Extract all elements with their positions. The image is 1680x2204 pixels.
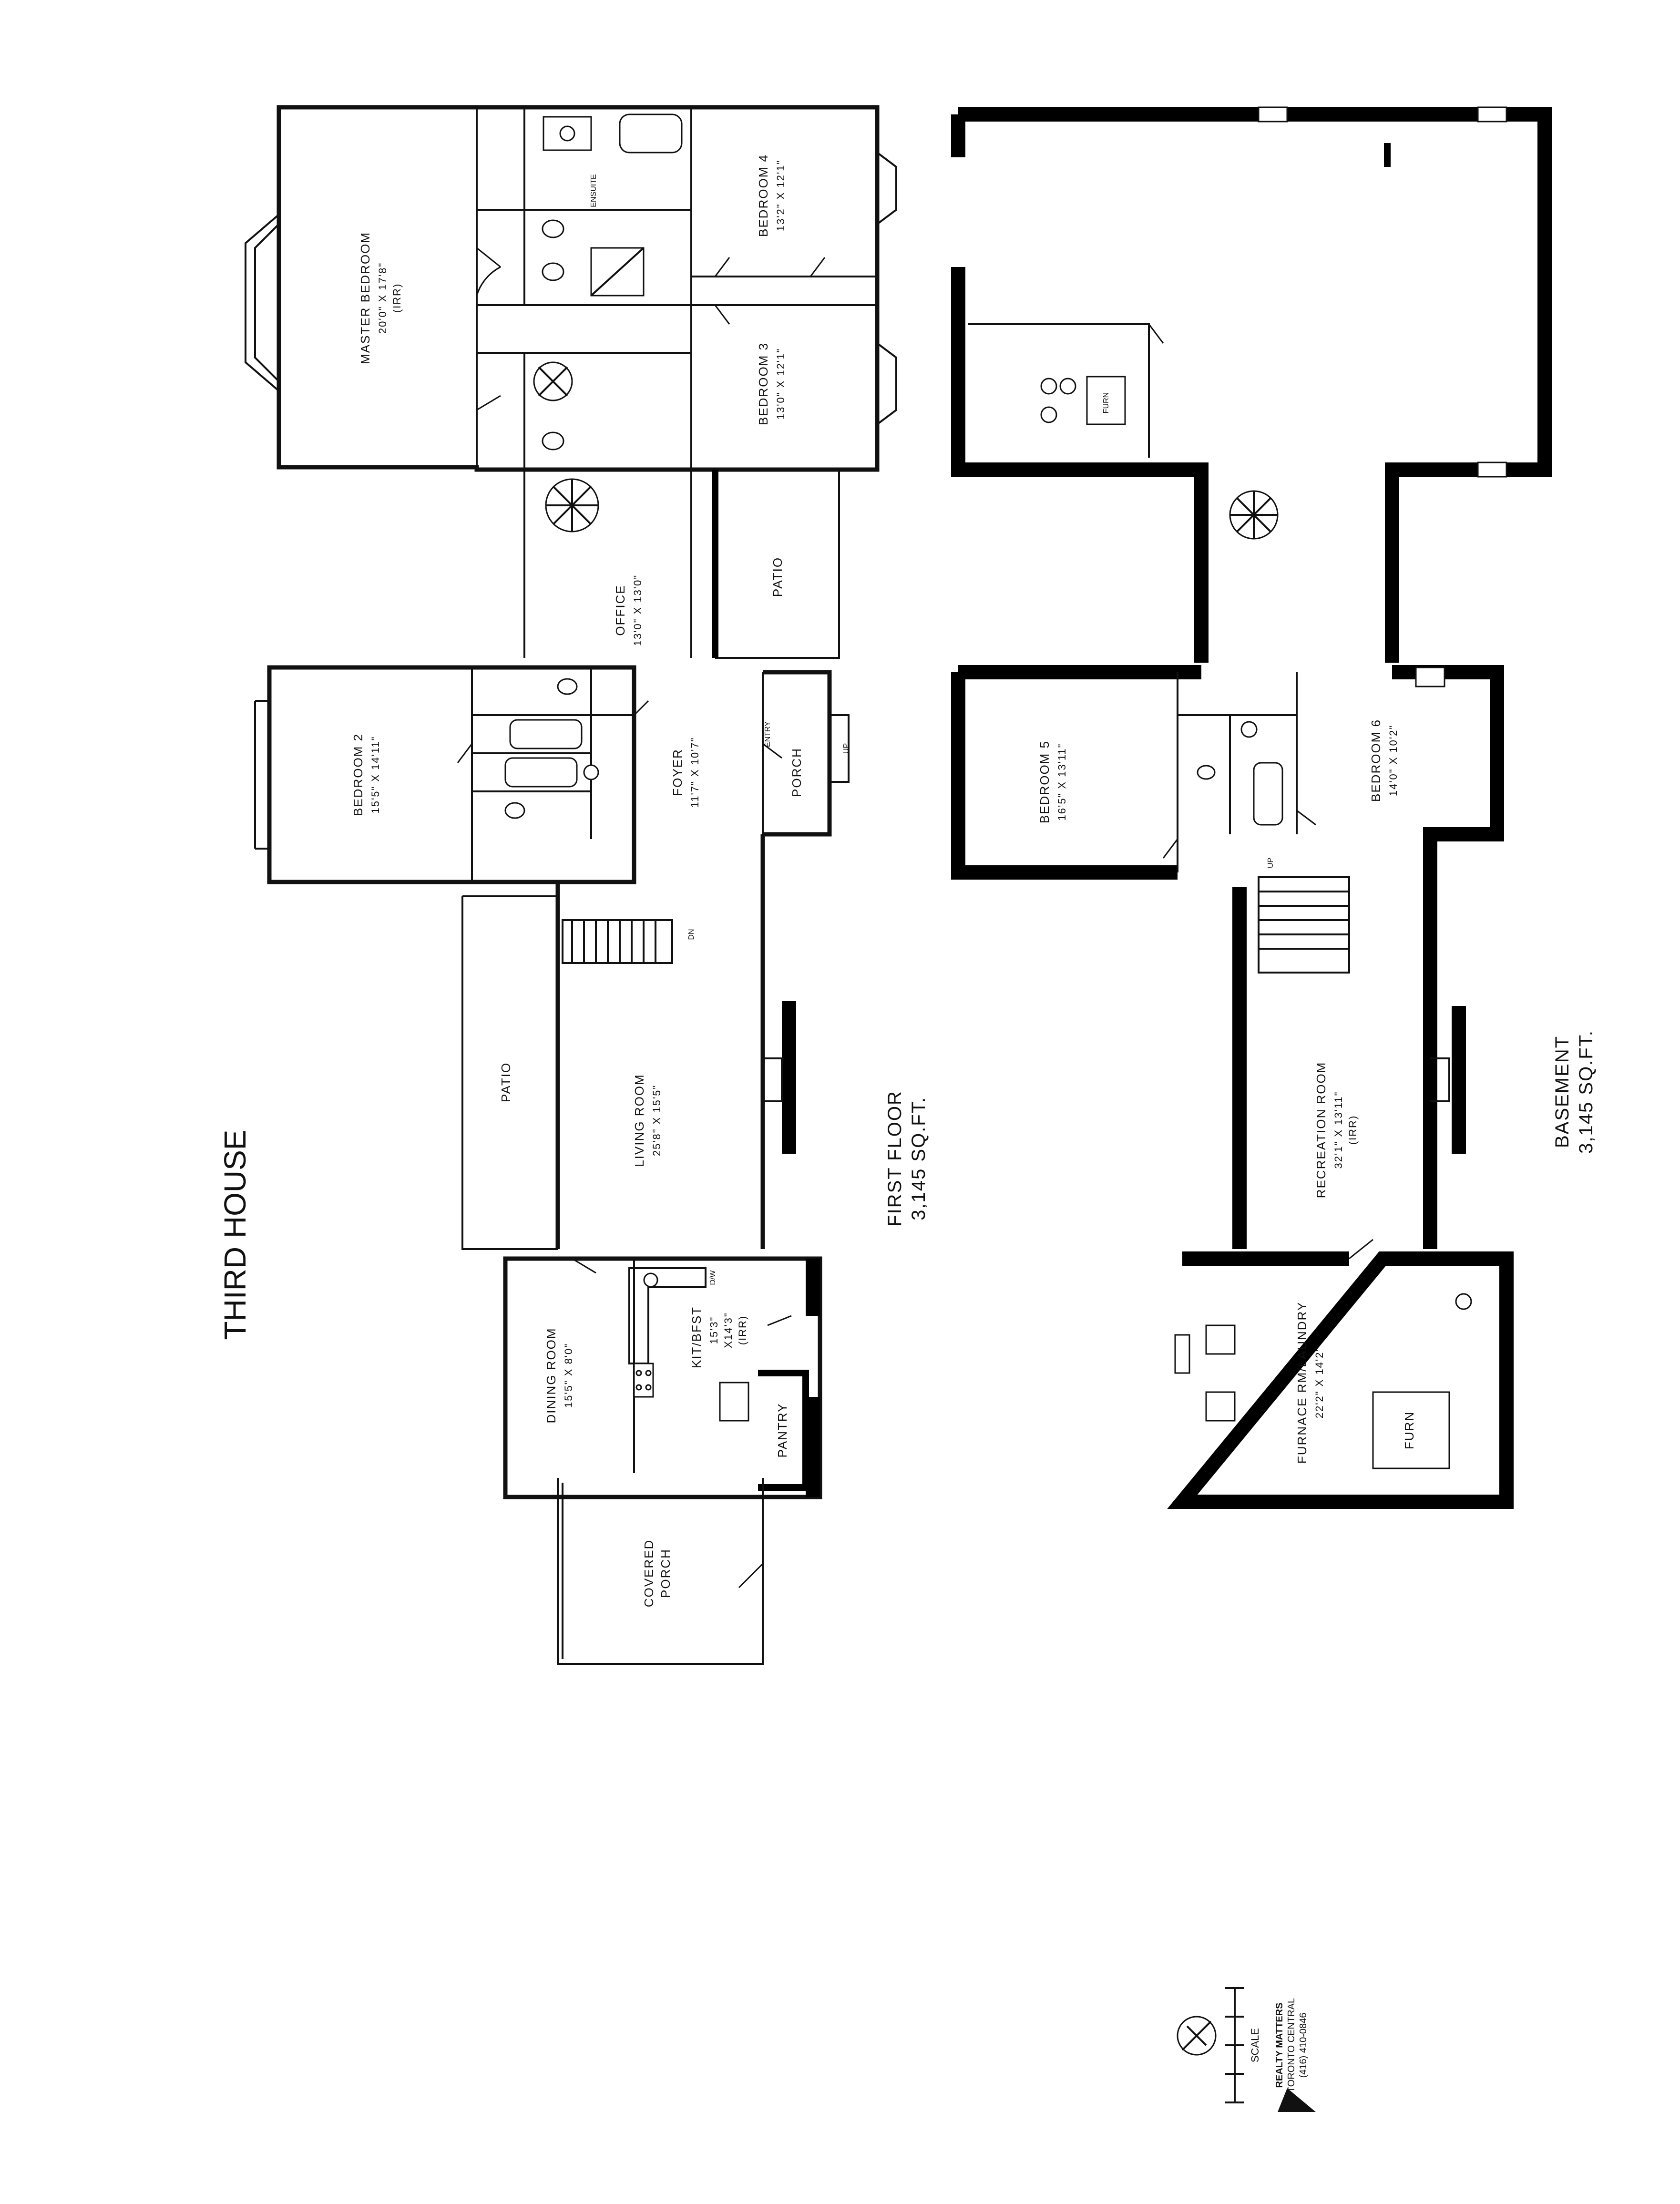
dining-room-label: DINING ROOM <box>544 1327 558 1423</box>
kitchen-label: KIT/BFST <box>689 1306 704 1368</box>
company-name: REALTY MATTERS <box>1274 2003 1285 2088</box>
bedroom-4-dim: 13'2" X 12'1" <box>775 160 787 231</box>
master-bedroom-label: MASTER BEDROOM <box>358 232 372 364</box>
up-label-first: UP <box>842 743 850 754</box>
bedroom-4-label: BEDROOM 4 <box>756 154 770 237</box>
dining-room-dim: 15'5" X 8'0" <box>563 1343 574 1408</box>
scale-label: SCALE <box>1249 2028 1261 2062</box>
dn-label: DN <box>687 929 696 940</box>
kitchen-dim-1: 15'3" <box>708 1316 720 1344</box>
foyer-label: FOYER <box>670 748 685 796</box>
entry-label: ENTRY <box>764 721 772 747</box>
living-room-label: LIVING ROOM <box>632 1074 646 1167</box>
dw-label: D/W <box>709 1270 717 1285</box>
recreation-room-dim: 32'1" X 13'11" <box>1332 1091 1344 1169</box>
bedroom-3-dim: 13'0" X 12'1" <box>775 348 787 420</box>
bedroom-6-label: BEDROOM 6 <box>1369 719 1383 802</box>
master-bedroom-dim: 20'0" X 17'8" <box>377 262 389 334</box>
up-label-basement: UP <box>1267 858 1275 868</box>
basement-plan: FURN BEDROOM 5 16'5" X 13'11" BEDROOM 6 … <box>951 106 1597 1509</box>
company-city: TORONTO CENTRAL <box>1286 1998 1297 2092</box>
recreation-room-extra: (IRR) <box>1347 1115 1359 1145</box>
bedroom-6-dim: 14'0" X 10'2" <box>1387 725 1399 796</box>
recreation-room-label: RECREATION ROOM <box>1314 1062 1328 1199</box>
bedroom-2-dim: 15'5" X 14'11" <box>369 736 381 814</box>
first-floor-room-labels: MASTER BEDROOM 20'0" X 17'8" (IRR) ENSUI… <box>351 154 850 1607</box>
office-label: OFFICE <box>613 584 627 636</box>
bedroom-5-dim: 16'5" X 13'11" <box>1056 743 1068 821</box>
covered-porch-label-1: COVERED <box>642 1539 656 1608</box>
pantry-label: PANTRY <box>775 1403 789 1457</box>
office-dim: 13'0" X 13'0" <box>632 574 644 646</box>
kitchen-extra: (IRR) <box>737 1315 748 1345</box>
basement-title: BASEMENT <box>1552 1035 1573 1148</box>
bedroom-5-label: BEDROOM 5 <box>1037 740 1052 823</box>
first-floor-title: FIRST FLOOR <box>884 1090 905 1227</box>
realty-logo-icon <box>1278 2088 1316 2112</box>
furnace-laundry-dim: 22'2" X 14'2" <box>1313 1347 1325 1418</box>
living-room-dim: 25'8" X 15'5" <box>651 1085 663 1156</box>
bedroom-3-label: BEDROOM 3 <box>756 342 770 425</box>
basement-room-labels: FURN BEDROOM 5 16'5" X 13'11" BEDROOM 6 … <box>1037 392 1416 1464</box>
first-floor-plan: MASTER BEDROOM 20'0" X 17'8" (IRR) ENSUI… <box>245 105 929 1665</box>
covered-porch-label-2: PORCH <box>658 1548 673 1598</box>
scale-and-credits: SCALE REALTY MATTERS TORONTO CENTRAL (41… <box>1177 1987 1316 2112</box>
furn-upper-label: FURN <box>1102 392 1110 413</box>
porch-label: PORCH <box>789 748 804 797</box>
furn-box-label: FURN <box>1402 1411 1416 1449</box>
company-phone: (416) 410-0846 <box>1298 2013 1309 2078</box>
bedroom-2-label: BEDROOM 2 <box>351 733 365 816</box>
basement-area: 3,145 SQ.FT. <box>1576 1030 1597 1154</box>
patio-upper-label: PATIO <box>770 557 785 597</box>
first-floor-area: 3,145 SQ.FT. <box>908 1097 929 1220</box>
ensuite-label: ENSUITE <box>590 174 598 207</box>
master-bedroom-extra: (IRR) <box>391 283 403 313</box>
furnace-laundry-label: FURNACE RM/LAUNDRY <box>1295 1302 1309 1464</box>
page-title: THIRD HOUSE <box>218 1130 252 1340</box>
patio-lower-label: PATIO <box>499 1062 513 1102</box>
foyer-dim: 11'7" X 10'7" <box>689 737 701 808</box>
kitchen-dim-2: X14'3" <box>722 1312 734 1348</box>
